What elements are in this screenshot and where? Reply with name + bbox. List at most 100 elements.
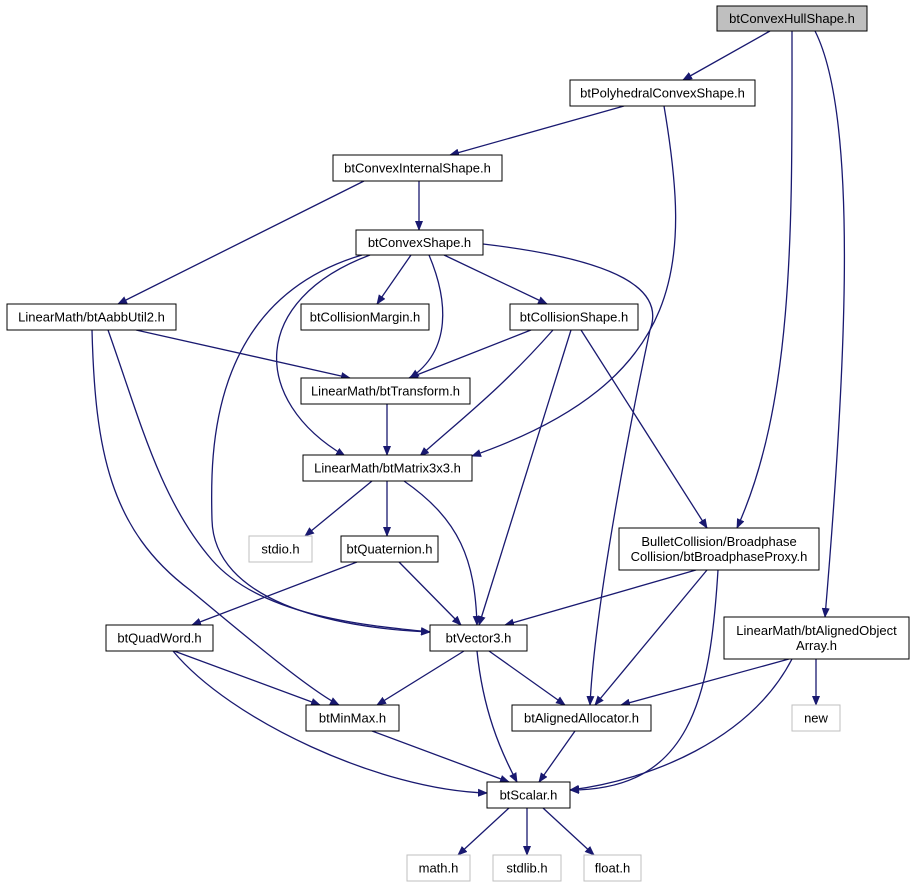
edge-poly-to-internal [449,105,625,157]
edge-convex-to-vector [210,254,431,636]
node-label: btQuaternion.h [346,542,432,557]
node-label: LinearMath/btTransform.h [311,384,460,399]
node-collshape[interactable]: btCollisionShape.h [509,303,639,331]
edge-scalar-to-math [457,807,510,856]
node-stdlib: stdlib.h [492,854,562,882]
node-label: btCollisionShape.h [520,310,628,325]
node-box [406,854,471,882]
node-box [723,616,910,660]
node-minmax[interactable]: btMinMax.h [305,704,400,732]
node-box [105,624,214,652]
node-label: stdio.h [261,542,299,557]
node-box [618,527,820,571]
node-poly[interactable]: btPolyhedralConvexShape.h [569,79,756,107]
edge-root-to-poly [682,30,771,81]
node-label: btPolyhedralConvexShape.h [580,86,745,101]
edge-matrix-to-stdio [304,480,373,537]
node-math: math.h [406,854,471,882]
node-label: btQuadWord.h [117,631,201,646]
edge-quat-to-quadword [191,561,358,626]
node-quat[interactable]: btQuaternion.h [340,535,439,563]
node-box [6,303,177,331]
node-root[interactable]: btConvexHullShape.h [716,5,868,32]
edge-internal-to-aabb [117,180,365,305]
node-label: btVector3.h [446,631,512,646]
edge-scalar-to-float [542,807,595,856]
node-aabb[interactable]: LinearMath/btAabbUtil2.h [6,303,177,331]
node-label: btMinMax.h [319,711,386,726]
edge-root-to-alignedarray [814,30,846,618]
edge-aabb-to-transform [135,329,351,380]
edge-aabb-to-minmax [91,329,340,706]
node-label: float.h [595,861,630,876]
node-box [716,5,868,32]
edge-alignedarray-to-scalar [569,658,793,793]
edge-aabb-to-vector [107,329,431,636]
edge-collshape-to-transform [408,329,532,379]
edge-vector-to-allocator [488,650,566,706]
node-label: btConvexShape.h [368,235,471,250]
edge-root-to-proxy [736,30,793,529]
node-label: LinearMath/btMatrix3x3.h [314,461,461,476]
node-label: LinearMath/btAlignedObject [736,623,897,638]
node-vector[interactable]: btVector3.h [429,624,528,652]
edge-matrix-to-vector [403,480,481,626]
edge-proxy-to-allocator [594,569,708,706]
edge-convex-to-margin [376,254,412,305]
edge-quat-to-vector [398,561,462,626]
node-box [300,303,430,331]
node-transform[interactable]: LinearMath/btTransform.h [300,377,471,405]
edges-layer [91,30,846,856]
node-box [791,704,841,732]
edge-convex-to-matrix [275,254,371,457]
node-box [355,229,484,256]
node-allocator[interactable]: btAlignedAllocator.h [511,704,652,732]
edge-convex-to-transform [409,254,444,379]
node-box [305,704,400,732]
node-margin[interactable]: btCollisionMargin.h [300,303,430,331]
node-label: stdlib.h [506,861,547,876]
edge-proxy-to-scalar [569,569,719,794]
node-box [300,377,471,405]
node-label: LinearMath/btAabbUtil2.h [18,310,165,325]
edge-proxy-to-vector [504,569,697,627]
edge-quadword-to-scalar [172,650,488,797]
nodes-layer: btConvexHullShape.h btPolyhedralConvexSha… [6,5,910,882]
node-label: btAlignedAllocator.h [524,711,639,726]
node-scalar[interactable]: btScalar.h [486,781,571,809]
edge-minmax-to-scalar [371,730,510,783]
edge-quadword-to-minmax [173,650,321,706]
node-box [511,704,652,732]
node-label: btScalar.h [500,788,558,803]
node-label: math.h [419,861,459,876]
node-quadword[interactable]: btQuadWord.h [105,624,214,652]
edge-convex-to-collshape [443,254,548,305]
edge-vector-to-scalar [476,650,518,783]
node-convex[interactable]: btConvexShape.h [355,229,484,256]
node-new: new [791,704,841,732]
node-matrix[interactable]: LinearMath/btMatrix3x3.h [302,454,473,482]
node-label: new [804,711,828,726]
node-box [569,79,756,107]
node-box [509,303,639,331]
node-internal[interactable]: btConvexInternalShape.h [332,154,503,182]
edge-convex-to-allocator [482,243,654,706]
node-label: btCollisionMargin.h [310,310,421,325]
node-box [429,624,528,652]
edge-allocator-to-scalar [538,730,576,783]
node-proxy[interactable]: BulletCollision/BroadphaseCollision/btBr… [618,527,820,571]
edge-collshape-to-vector [477,329,572,626]
node-label: BulletCollision/Broadphase [641,534,796,549]
edge-collshape-to-proxy [580,329,708,529]
node-box [583,854,642,882]
edge-collshape-to-matrix [419,329,554,457]
node-box [340,535,439,563]
node-box [486,781,571,809]
node-box [302,454,473,482]
edge-vector-to-minmax [376,650,465,706]
node-stdio: stdio.h [248,535,313,563]
node-label: Collision/btBroadphaseProxy.h [631,549,808,564]
node-box [332,154,503,182]
